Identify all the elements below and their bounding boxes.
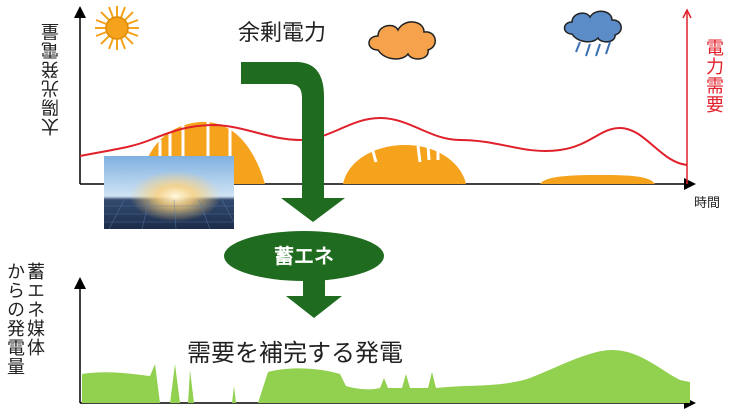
supply-area: [82, 350, 690, 403]
surplus-arrow: [241, 62, 345, 222]
storage-output-axis-label-line-1: 蓄エネ媒体: [24, 262, 45, 357]
solar-hump-3: [540, 175, 655, 184]
supply-arrow: [286, 278, 342, 318]
time-axis-label: 時間: [694, 196, 721, 211]
storage-ellipse: [224, 231, 384, 281]
solar-panel-photo: [104, 156, 234, 229]
surplus-power-label: 余剰電力: [238, 21, 327, 46]
supplementary-generation-label: 需要を補完する発電: [187, 339, 403, 367]
storage-output-axis-label-line-2: からの発電量: [4, 262, 25, 376]
solar-output-axis-label: 太陽光発電量: [41, 22, 62, 136]
storm-cloud-icon: [563, 10, 622, 57]
demand-curve: [79, 116, 688, 166]
energy-storage-label: 蓄エネ: [274, 244, 334, 268]
demand-axis-label: 電力需要: [703, 38, 724, 114]
cloud-icon: [368, 21, 436, 60]
sun-icon: [95, 6, 139, 50]
solar-hump-2: [343, 145, 466, 184]
storage-output-axis-label: 蓄エネ媒体 からの発電量: [4, 262, 45, 376]
